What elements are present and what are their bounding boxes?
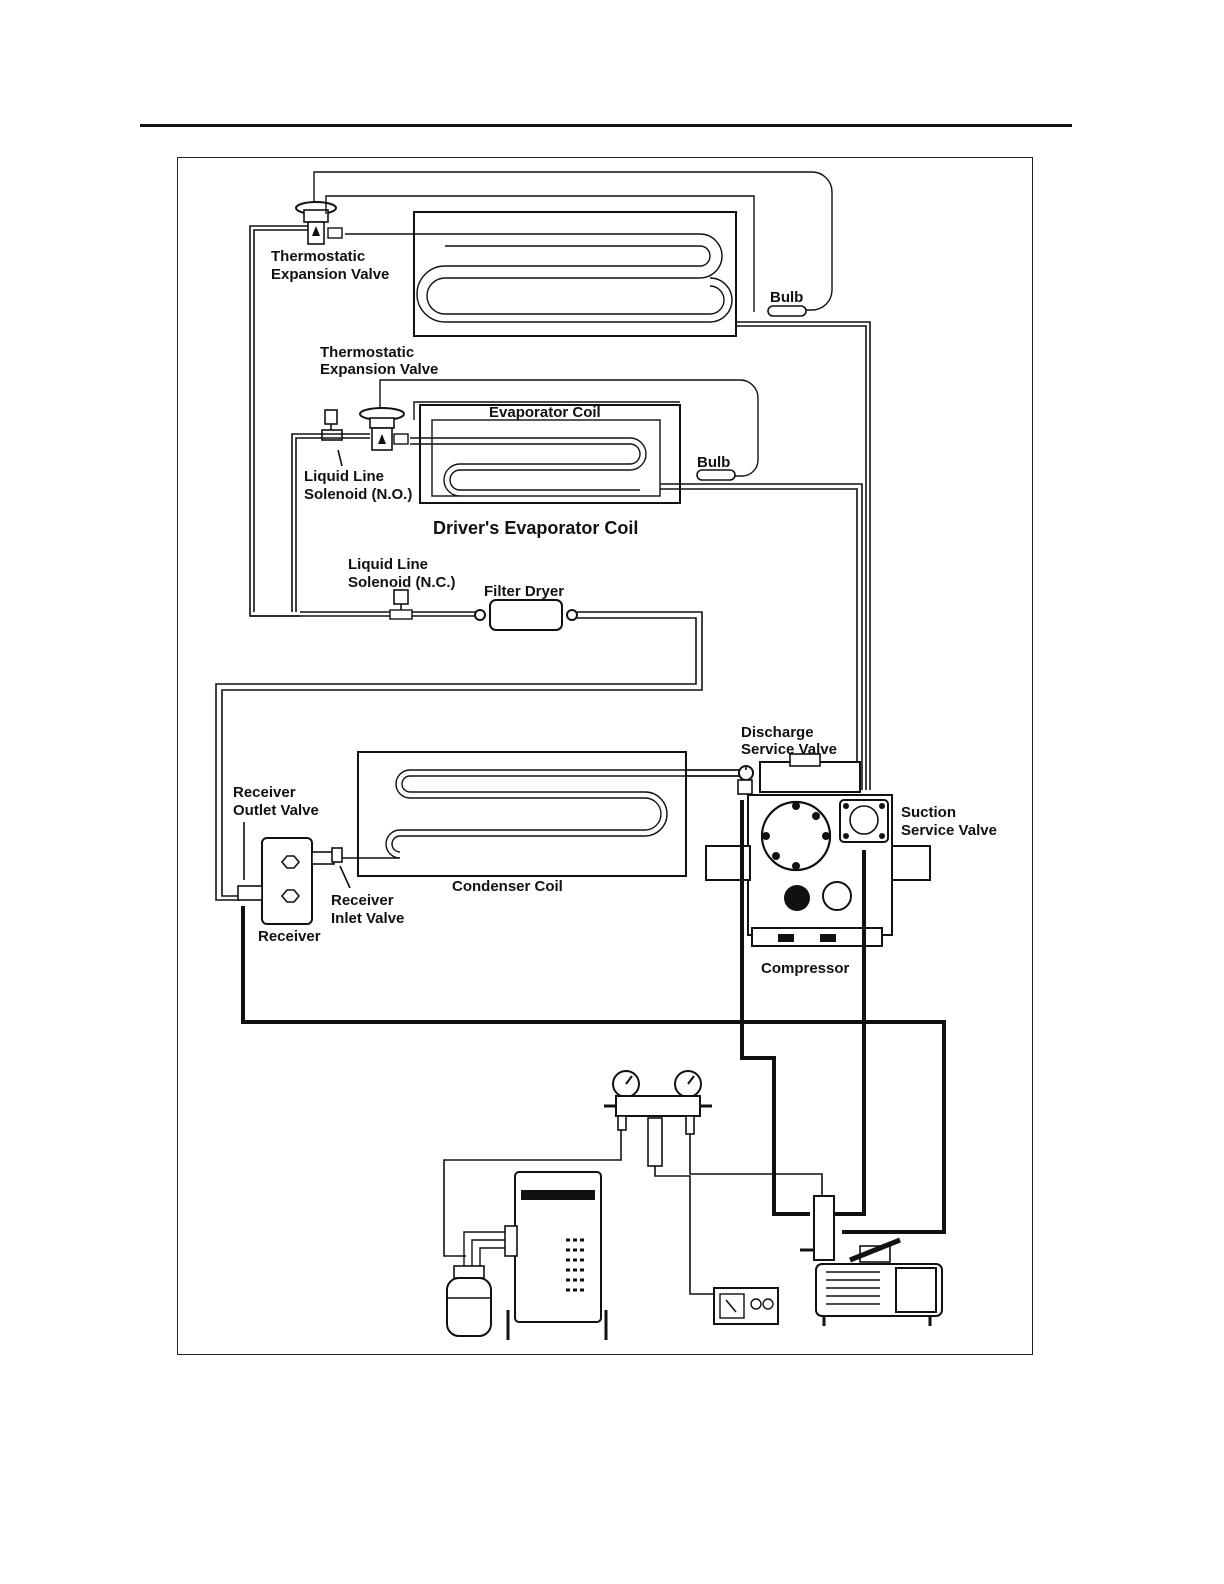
receiver-icon bbox=[237, 837, 335, 925]
top-rule bbox=[140, 124, 1072, 127]
svg-text:Liquid Line: Liquid Line bbox=[304, 468, 384, 485]
label-drivers-evaporator-coil: Driver's Evaporator Coil bbox=[433, 518, 638, 538]
label-discharge-service-valve: Discharge Service Valve bbox=[741, 724, 837, 758]
solenoid-no-icon bbox=[321, 409, 343, 441]
label-compressor: Compressor bbox=[761, 960, 850, 977]
vacuum-gauge-icon bbox=[713, 1287, 779, 1325]
label-receiver: Receiver bbox=[258, 928, 321, 945]
svg-text:Receiver: Receiver bbox=[233, 784, 296, 801]
upper-expansion-valve-icon bbox=[295, 201, 343, 245]
label-tev-upper: Thermostatic Expansion Valve bbox=[271, 248, 389, 283]
receiver-inlet-valve-icon bbox=[331, 847, 343, 863]
label-evaporator-coil: Evaporator Coil bbox=[489, 404, 601, 421]
label-bulb-lower: Bulb bbox=[697, 454, 730, 471]
recovery-cylinder-icon bbox=[446, 1265, 492, 1337]
svg-text:Thermostatic: Thermostatic bbox=[320, 344, 414, 361]
svg-text:Inlet Valve: Inlet Valve bbox=[331, 910, 404, 927]
svg-text:Suction: Suction bbox=[901, 804, 956, 821]
svg-text:Receiver: Receiver bbox=[331, 892, 394, 909]
svg-text:Solenoid (N.C.): Solenoid (N.C.) bbox=[348, 574, 456, 591]
svg-text:Service Valve: Service Valve bbox=[901, 822, 997, 839]
svg-text:Service Valve: Service Valve bbox=[741, 741, 837, 758]
filter-dryer-icon bbox=[474, 599, 578, 631]
svg-text:Expansion Valve: Expansion Valve bbox=[271, 266, 389, 283]
lower-expansion-valve-icon bbox=[359, 407, 409, 451]
label-bulb-upper: Bulb bbox=[770, 289, 803, 306]
svg-text:Discharge: Discharge bbox=[741, 724, 814, 741]
label-receiver-outlet-valve: Receiver Outlet Valve bbox=[233, 784, 319, 819]
manifold-gauge-icon bbox=[604, 1070, 712, 1167]
svg-text:Expansion Valve: Expansion Valve bbox=[320, 361, 438, 378]
label-liquid-line-solenoid-no: Liquid Line Solenoid (N.O.) bbox=[304, 468, 412, 503]
svg-text:Solenoid (N.O.): Solenoid (N.O.) bbox=[304, 486, 412, 503]
compressor-icon bbox=[705, 753, 931, 947]
label-filter-dryer: Filter Dryer bbox=[484, 583, 564, 600]
diagram-frame bbox=[177, 157, 1033, 1355]
condenser-coil bbox=[340, 751, 740, 877]
svg-text:Outlet Valve: Outlet Valve bbox=[233, 802, 319, 819]
solenoid-nc-icon bbox=[389, 589, 413, 620]
drivers-evaporator-coil bbox=[410, 404, 863, 790]
label-receiver-inlet-valve: Receiver Inlet Valve bbox=[331, 892, 404, 927]
lower-bulb-icon bbox=[696, 469, 736, 481]
label-suction-service-valve: Suction Service Valve bbox=[901, 804, 997, 839]
label-tev-lower: Thermostatic Expansion Valve bbox=[320, 344, 438, 378]
recovery-unit-icon bbox=[504, 1171, 608, 1340]
svg-text:Liquid Line: Liquid Line bbox=[348, 556, 428, 573]
svg-text:Thermostatic: Thermostatic bbox=[271, 248, 365, 265]
vacuum-pump-icon bbox=[800, 1195, 943, 1326]
label-condenser-coil: Condenser Coil bbox=[452, 878, 563, 895]
upper-bulb-icon bbox=[767, 305, 807, 317]
main-evaporator-coil bbox=[345, 211, 871, 790]
label-liquid-line-solenoid-nc: Liquid Line Solenoid (N.C.) bbox=[348, 556, 456, 591]
